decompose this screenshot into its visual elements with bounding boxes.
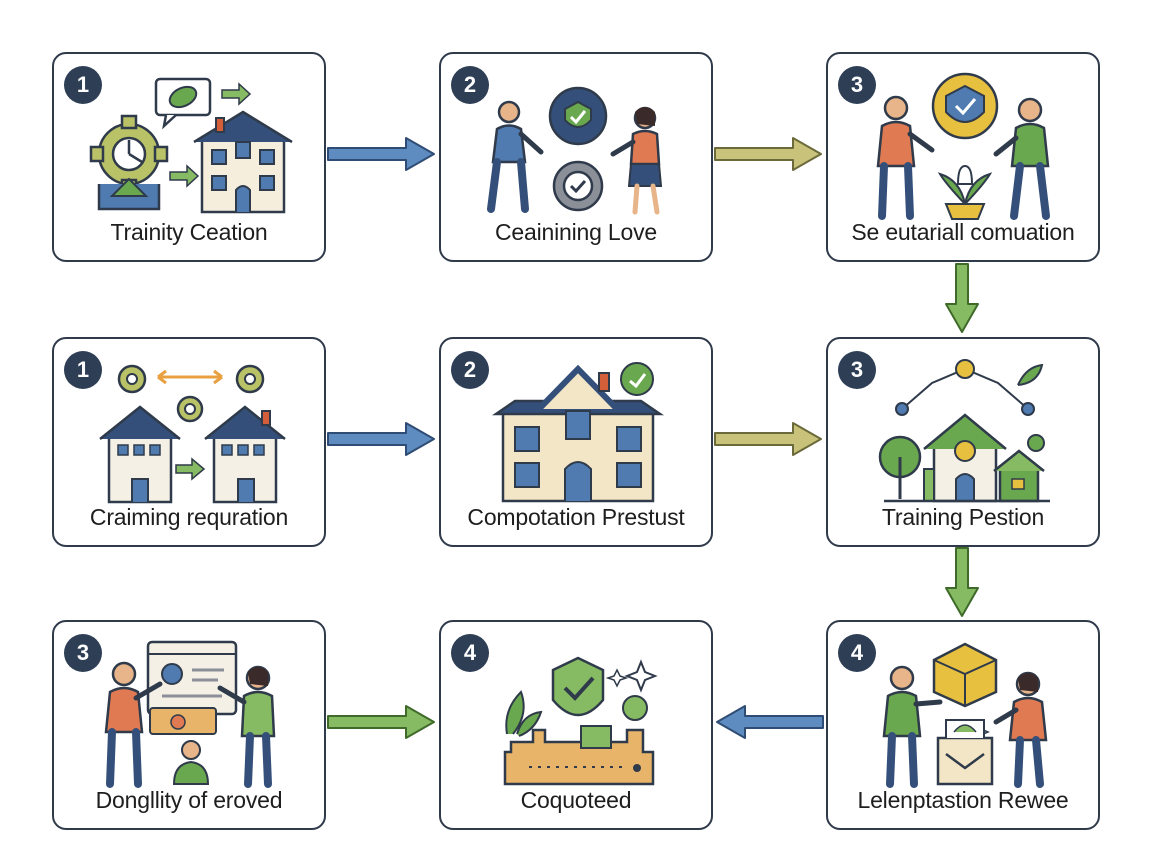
step-number-badge: 4 bbox=[451, 634, 489, 672]
step-card-2: 2 Ceainining Love bbox=[439, 52, 713, 262]
gear-house-leaf-icon bbox=[89, 77, 293, 214]
step-label: Compotation Prestust bbox=[467, 504, 685, 530]
arrow-3-to-6-down bbox=[945, 263, 979, 333]
step-card-5: 2 Compotation Prestust bbox=[439, 337, 713, 547]
step-label: Trainity Ceation bbox=[110, 219, 268, 245]
people-presentation-icon bbox=[104, 640, 276, 788]
step-card-7: 3 Dongllity of eroved bbox=[52, 620, 326, 830]
step-card-4: 1 Craiming requration bbox=[52, 337, 326, 547]
house-leaf-icon bbox=[491, 362, 665, 503]
step-label: Lelenptastion Rewee bbox=[857, 787, 1069, 813]
step-card-6: 3 Training Pestion bbox=[826, 337, 1100, 547]
step-card-8: 4 Coquoteed bbox=[439, 620, 713, 830]
people-shield-plant-icon bbox=[876, 72, 1050, 220]
step-card-9: 4 Lelenptastion Rewee bbox=[826, 620, 1100, 830]
step-card-3: 3 Se eutariall comuation bbox=[826, 52, 1100, 262]
arrow-1-to-2 bbox=[327, 137, 435, 171]
step-number-badge: 3 bbox=[64, 634, 102, 672]
step-number-badge: 1 bbox=[64, 351, 102, 389]
step-label: Training Pestion bbox=[881, 504, 1045, 530]
step-label: Se eutariall comuation bbox=[851, 219, 1075, 245]
step-label: Ceainining Love bbox=[495, 219, 657, 245]
step-number-badge: 2 bbox=[451, 66, 489, 104]
step-number-badge: 3 bbox=[838, 351, 876, 389]
step-number-badge: 2 bbox=[451, 351, 489, 389]
arrow-7-to-8 bbox=[327, 705, 435, 739]
step-number-badge: 1 bbox=[64, 66, 102, 104]
arrow-5-to-6 bbox=[714, 422, 822, 456]
arrow-2-to-3 bbox=[714, 137, 822, 171]
step-label: Dongllity of eroved bbox=[95, 787, 283, 813]
house-tree-network-icon bbox=[878, 359, 1050, 503]
step-label: Craiming requration bbox=[89, 504, 289, 530]
arrow-6-to-9-down bbox=[945, 547, 979, 617]
arrow-9-to-8-left bbox=[716, 705, 824, 739]
houses-gears-icon bbox=[99, 364, 286, 504]
step-number-badge: 3 bbox=[838, 66, 876, 104]
step-card-1: 1 Trainity Ceation bbox=[52, 52, 326, 262]
step-label: Coquoteed bbox=[520, 787, 632, 813]
people-box-icon bbox=[882, 642, 1048, 788]
arrow-4-to-5 bbox=[327, 422, 435, 456]
shield-plant-tray-icon bbox=[503, 656, 658, 786]
people-gears-shield-icon bbox=[487, 86, 663, 215]
step-number-badge: 4 bbox=[838, 634, 876, 672]
